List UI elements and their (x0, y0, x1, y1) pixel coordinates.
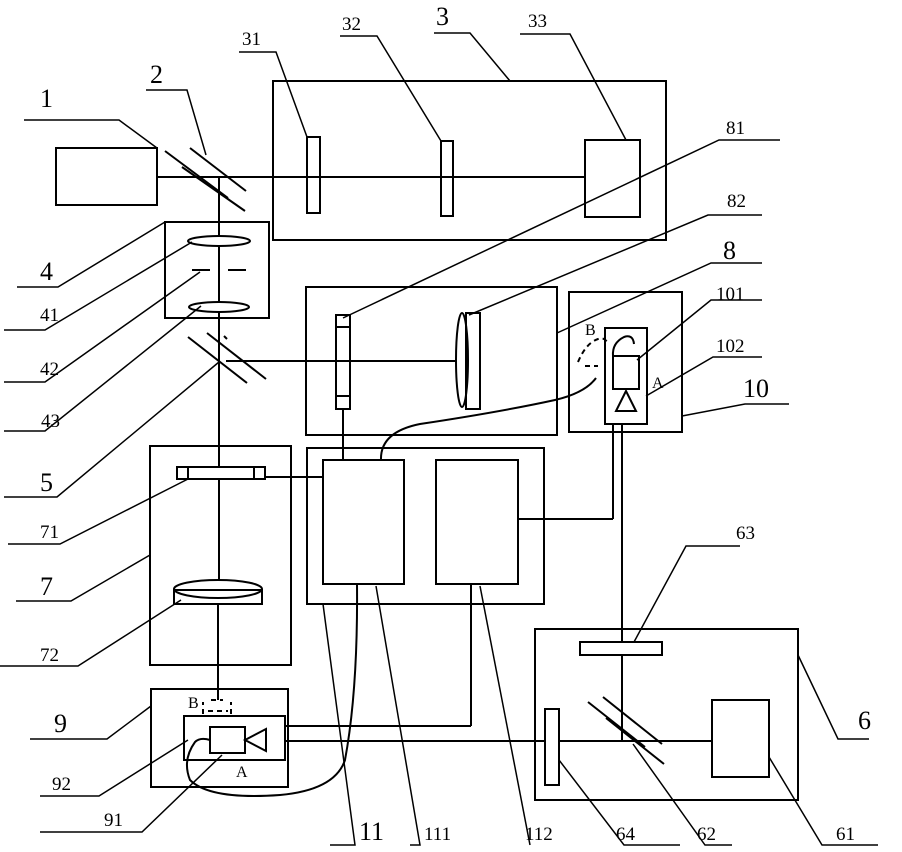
label-9: 9 (54, 709, 67, 738)
component-41-lens (188, 236, 250, 246)
marker-a-upper: A (652, 375, 664, 392)
label-10: 10 (743, 374, 769, 403)
marker-b-lower: B (188, 695, 199, 712)
label-7: 7 (40, 572, 53, 601)
component-33 (585, 140, 640, 217)
label-43: 43 (41, 411, 60, 432)
component-111 (323, 460, 404, 584)
component-43-lens (189, 302, 249, 312)
label-5: 5 (40, 468, 53, 497)
label-1: 1 (40, 84, 53, 113)
label-31: 31 (242, 29, 261, 50)
component-62-beam-splitter (588, 697, 664, 764)
label-4: 4 (40, 257, 53, 286)
component-82-lens (456, 313, 480, 409)
marker-b-upper: B (585, 322, 596, 339)
label-101: 101 (716, 284, 745, 305)
label-11: 11 (359, 817, 384, 846)
component-2-beam-splitter (165, 148, 246, 211)
label-32: 32 (342, 14, 361, 35)
triangle-marker-lower (245, 729, 266, 751)
dashed-position-b-upper (578, 338, 607, 362)
component-112 (436, 460, 518, 584)
label-102: 102 (716, 336, 745, 357)
label-64: 64 (616, 824, 636, 845)
component-102 (605, 328, 647, 424)
label-62: 62 (697, 824, 716, 845)
label-71: 71 (40, 522, 59, 543)
component-91 (210, 727, 245, 753)
component-9-box (151, 689, 288, 787)
component-31 (307, 137, 320, 213)
label-63: 63 (736, 523, 755, 544)
component-63 (580, 642, 662, 655)
component-1-source (56, 148, 157, 205)
label-6: 6 (858, 706, 871, 735)
leader-lines (0, 33, 878, 845)
label-61: 61 (836, 824, 855, 845)
label-111: 111 (424, 824, 451, 845)
label-92: 92 (52, 774, 71, 795)
component-101 (613, 356, 639, 389)
component-64 (545, 709, 559, 785)
component-6-box (535, 629, 798, 800)
label-82: 82 (727, 191, 746, 212)
component-11-controller (307, 448, 544, 604)
labels: 1 2 3 31 32 33 81 82 8 101 102 10 4 41 4… (40, 2, 871, 846)
label-42: 42 (40, 359, 59, 380)
marker-a-lower: A (236, 764, 248, 781)
component-72-lens (174, 580, 262, 604)
label-8: 8 (723, 236, 736, 265)
label-112: 112 (525, 824, 553, 845)
label-81: 81 (726, 118, 745, 139)
dashed-position-b-lower (203, 700, 231, 714)
component-5-beam-splitter (188, 333, 266, 383)
label-41: 41 (40, 305, 59, 326)
label-33: 33 (528, 11, 547, 32)
label-3: 3 (436, 2, 449, 31)
label-2: 2 (150, 60, 163, 89)
component-71 (177, 467, 265, 479)
label-72: 72 (40, 645, 59, 666)
component-61 (712, 700, 769, 777)
component-32 (441, 141, 453, 216)
label-91: 91 (104, 810, 123, 831)
triangle-marker-upper (616, 391, 636, 411)
